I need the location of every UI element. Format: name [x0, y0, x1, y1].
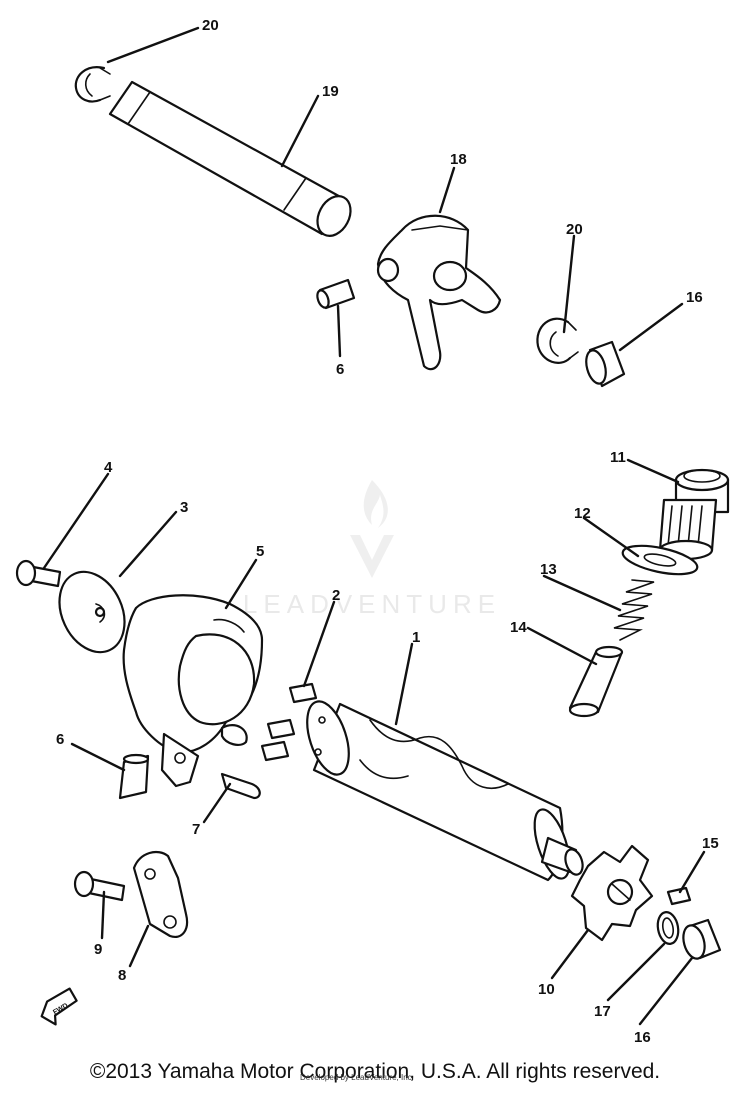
- segment-housing-5: [122, 594, 264, 788]
- callout-17: 17: [594, 1003, 611, 1020]
- callout-6-bottom: 6: [56, 731, 64, 748]
- stopper-bolt-11: [658, 468, 730, 561]
- star-cam-10: [570, 844, 654, 942]
- leader-lines: [42, 26, 706, 1026]
- callout-5: 5: [256, 543, 264, 560]
- callout-19: 19: [322, 83, 339, 100]
- callout-10: 10: [538, 981, 555, 998]
- screw-4: [15, 559, 62, 588]
- callout-2: 2: [332, 587, 340, 604]
- cap-16-top: [585, 340, 626, 388]
- shift-fork-18: [376, 214, 502, 371]
- plate-3: [58, 570, 126, 654]
- callout-15: 15: [702, 835, 719, 852]
- screw-9: [73, 870, 126, 902]
- callout-14: 14: [510, 619, 527, 636]
- guide-pin-6-bottom: [118, 753, 150, 800]
- shift-drum-1: [306, 700, 584, 882]
- callout-13: 13: [540, 561, 557, 578]
- pin-2-group: [260, 682, 318, 762]
- callout-9: 9: [94, 941, 102, 958]
- spring-13: [613, 579, 655, 641]
- shift-shaft-19: [108, 80, 352, 237]
- callout-7: 7: [192, 821, 200, 838]
- pin-15: [666, 886, 692, 906]
- circlip-17: [656, 911, 680, 945]
- callout-1: 1: [412, 629, 420, 646]
- stopper-lever-8: [132, 850, 189, 938]
- fwd-arrow-icon: FWD: [40, 987, 78, 1026]
- plunger-14: [568, 645, 624, 718]
- callout-16-top: 16: [686, 289, 703, 306]
- callout-4: 4: [104, 459, 113, 476]
- copyright-notice: ©2013 Yamaha Motor Corporation, U.S.A. A…: [89, 1060, 661, 1083]
- washer-12: [621, 544, 699, 576]
- developer-credit: Developed by LeadVenture, Inc.: [300, 1073, 414, 1082]
- watermark-text: LEADVENTURE: [243, 589, 501, 619]
- watermark-logo: LEADVENTURE: [243, 480, 501, 619]
- cap-16-bottom: [682, 918, 722, 960]
- callout-labels: 20 19 18 20 16 6 11 12 13 14 4 3 5 2 1 6…: [56, 17, 719, 1046]
- callout-20-right: 20: [566, 221, 583, 238]
- circlip-20-top: [74, 66, 111, 103]
- circlip-20-right: [536, 317, 579, 364]
- callout-8: 8: [118, 967, 126, 984]
- guide-pin-6-top: [316, 278, 356, 310]
- callout-12: 12: [574, 505, 591, 522]
- callout-18: 18: [450, 151, 467, 168]
- callout-6-top: 6: [336, 361, 344, 378]
- cotter-pin-7: [220, 772, 261, 800]
- callout-3: 3: [180, 499, 188, 516]
- callout-20-top: 20: [202, 17, 219, 34]
- callout-16-bottom: 16: [634, 1029, 651, 1046]
- callout-11: 11: [610, 449, 626, 466]
